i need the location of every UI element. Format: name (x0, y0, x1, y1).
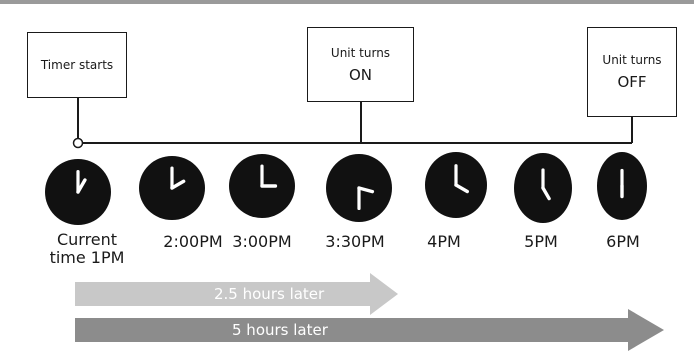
unit-on-box: Unit turns ON (307, 27, 414, 102)
clock-label-1-line1: Current (56, 230, 118, 249)
clock-label-7-line1: 6PM (606, 232, 640, 251)
unit-on-label-line1: Unit turns (330, 45, 391, 60)
clock-label-5-line1: 4PM (427, 232, 461, 251)
clock-2 (139, 156, 205, 220)
clock-label-3: 3:00PM (217, 233, 307, 251)
clock-label-3-line1: 3:00PM (232, 232, 292, 251)
short-arrow-label: 2.5 hours later (214, 285, 325, 303)
timeline-start-dot (72, 137, 84, 149)
clock-label-6: 5PM (511, 233, 571, 251)
timer-starts-box: Timer starts (27, 32, 127, 98)
clock-label-5: 4PM (414, 233, 474, 251)
clock-label-1-line2: time 1PM (49, 248, 125, 267)
timer-starts-label: Timer starts (40, 58, 114, 72)
long-arrow (75, 309, 664, 351)
top-rule (0, 0, 694, 4)
hour-hand-4 (357, 186, 375, 194)
clock-label-4: 3:30PM (310, 233, 400, 251)
clock-label-6-line1: 5PM (524, 232, 558, 251)
hour-hand-1 (76, 178, 87, 194)
hour-hand-6 (541, 186, 551, 201)
unit-off-label-line1: Unit turns (602, 53, 662, 67)
unit-on-label-line2: ON (348, 65, 373, 84)
long-arrow-label: 5 hours later (232, 321, 328, 339)
clock-label-2-line1: 2:00PM (163, 232, 223, 251)
clock-5 (425, 152, 487, 218)
short-arrow (75, 273, 398, 315)
clock-label-2: 2:00PM (148, 233, 238, 251)
clock-7 (597, 152, 647, 220)
clock-3 (229, 154, 295, 218)
clock-4 (326, 154, 392, 222)
clock-label-4-line1: 3:30PM (325, 232, 385, 251)
hour-hand-5 (454, 183, 469, 194)
clock-label-1: Current time 1PM (42, 231, 132, 267)
clock-1 (45, 159, 111, 225)
unit-off-box: Unit turns OFF (587, 27, 677, 117)
hour-hand-2 (170, 179, 186, 190)
clocks-group (45, 152, 647, 225)
clock-6 (514, 153, 572, 223)
unit-off-label-line2: OFF (617, 73, 647, 91)
clock-label-7: 6PM (593, 233, 653, 251)
